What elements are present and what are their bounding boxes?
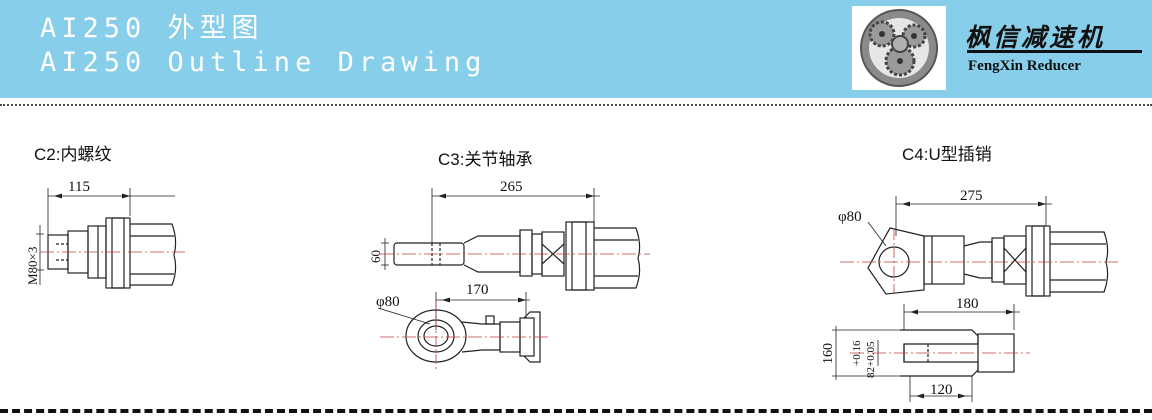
c3-main-drawing bbox=[380, 188, 650, 291]
c4-length-dim: 275 bbox=[960, 188, 983, 204]
title-chinese: AI250 外型图 bbox=[40, 13, 264, 44]
dashed-divider bbox=[0, 409, 1152, 413]
c4-fork-depth-dim: 120 bbox=[930, 382, 953, 398]
c3-eye-length-dim: 170 bbox=[466, 282, 489, 298]
section-label-c4: C4:U型插销 bbox=[902, 145, 992, 164]
c4-tolerance-lower: 82+0.05 bbox=[865, 341, 877, 378]
c3-length-dim: 265 bbox=[500, 179, 523, 195]
c4-height-dim: 160 bbox=[821, 343, 836, 364]
gears-logo-icon bbox=[852, 6, 946, 90]
c4-main-drawing bbox=[840, 196, 1120, 297]
c2-drawing bbox=[36, 188, 185, 289]
c3-diameter-dim: φ80 bbox=[376, 294, 400, 310]
title-english: AI250 Outline Drawing bbox=[40, 47, 487, 78]
c4-tolerance-upper: +0.16 bbox=[851, 340, 863, 366]
c2-length-dim: 115 bbox=[68, 179, 90, 195]
header-banner: AI250 外型图 AI250 Outline Drawing 枫信减速机 Fe… bbox=[0, 0, 1152, 98]
c2-thread-dim: M80×3 bbox=[25, 247, 40, 285]
brand-name-english: FengXin Reducer bbox=[968, 58, 1081, 74]
brand-underline bbox=[967, 50, 1142, 53]
c4-diameter-dim: φ80 bbox=[838, 209, 862, 225]
c3-eye-drawing bbox=[377, 292, 550, 372]
c4-fork-length-dim: 180 bbox=[956, 296, 979, 312]
section-label-c3: C3:关节轴承 bbox=[438, 150, 533, 169]
c4-fork-drawing bbox=[832, 304, 1030, 402]
dotted-divider bbox=[0, 104, 1152, 106]
c3-height-dim: 60 bbox=[368, 250, 383, 263]
brand-name-chinese: 枫信减速机 bbox=[965, 23, 1106, 52]
section-label-c2: C2:内螺纹 bbox=[34, 145, 112, 164]
